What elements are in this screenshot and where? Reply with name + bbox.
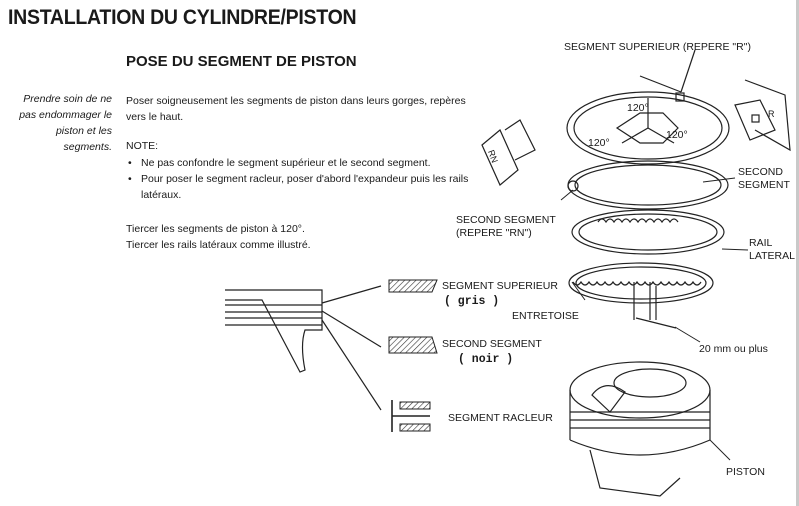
angle-label-right: 120° <box>666 129 688 141</box>
angle-label-left: 120° <box>588 137 610 149</box>
legend-oil-ring-label: SEGMENT RACLEUR <box>448 412 553 424</box>
piston-cross-section <box>225 285 382 411</box>
top-ring-illustration <box>566 49 730 165</box>
piston-illustration <box>569 361 711 497</box>
section-heading: POSE DU SEGMENT DE PISTON <box>126 53 357 70</box>
stagger-line: Tiercer les segments de piston à 120°. <box>126 223 305 235</box>
margin-caution-note: Prendre soin de ne pas endommager le pis… <box>19 93 112 153</box>
second-ring-profile <box>388 336 438 354</box>
legend-second-ring-label: SECOND SEGMENT <box>442 338 542 350</box>
second-ring-illustration <box>567 160 729 210</box>
oil-ring-lower-profile <box>399 423 431 432</box>
second-ring-mark-callout: SECOND SEGMENT (REPERE "RN") <box>456 214 556 239</box>
side-rail-callout: RAIL LATERAL <box>749 237 795 262</box>
second-ring-callout: SECOND SEGMENT <box>738 166 790 191</box>
intro-paragraph: Poser soigneusement les segments de pist… <box>126 95 466 123</box>
note-list: Ne pas confondre le segment supérieur et… <box>126 155 471 203</box>
page-edge-shadow <box>796 0 799 506</box>
piston-callout: PISTON <box>726 466 765 478</box>
legend-top-ring-label: SEGMENT SUPERIEUR <box>442 280 558 292</box>
page-title: INSTALLATION DU CYLINDRE/PISTON <box>8 6 357 29</box>
r-mark-label: R <box>768 109 775 119</box>
legend-second-ring-color: ( noir ) <box>458 353 514 366</box>
stagger-line: Tiercer les rails latéraux comme illustr… <box>126 239 311 251</box>
angle-label-top: 120° <box>627 102 649 114</box>
note-item: Ne pas confondre le segment supérieur et… <box>126 155 471 171</box>
oil-ring-upper-profile <box>399 401 431 410</box>
ring-zoom-details <box>481 79 791 186</box>
gap-callout: 20 mm ou plus <box>699 343 768 355</box>
stagger-instructions: Tiercer les segments de piston à 120°. T… <box>126 221 471 253</box>
top-ring-callout: SEGMENT SUPERIEUR (REPERE "R") <box>564 41 751 53</box>
note-label: NOTE: <box>126 140 159 152</box>
spacer-callout: ENTRETOISE <box>512 310 579 322</box>
legend-top-ring-color: ( gris ) <box>444 295 500 308</box>
oil-ring-illustration <box>568 209 725 329</box>
note-item: Pour poser le segment racleur, poser d'a… <box>126 171 471 203</box>
top-ring-profile <box>388 279 438 293</box>
